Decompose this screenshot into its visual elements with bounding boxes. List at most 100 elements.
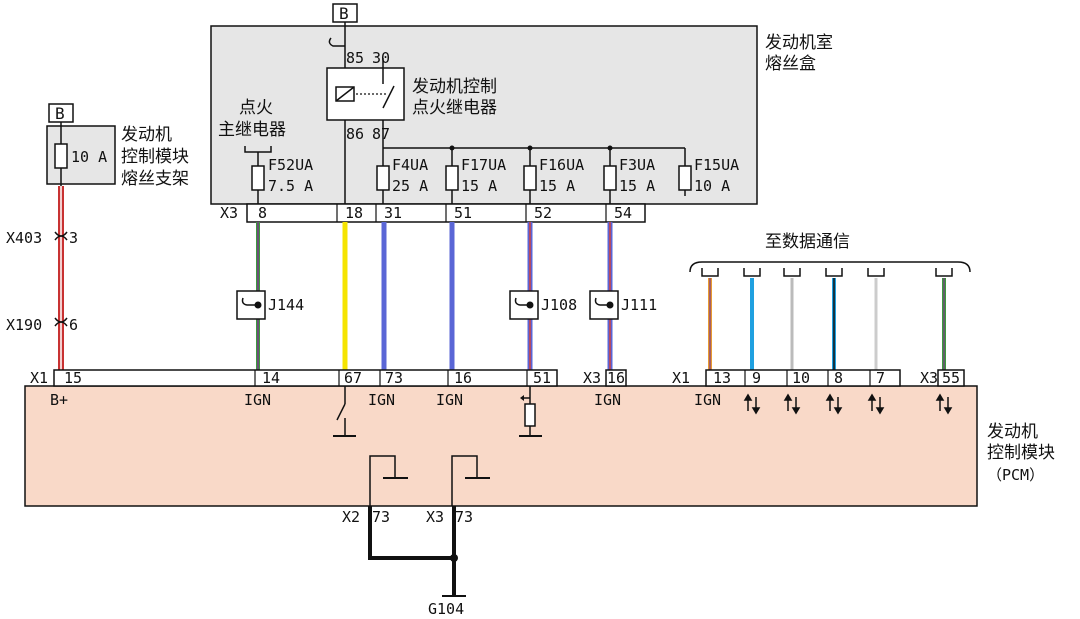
- pcm-label-bplus: B+: [50, 391, 68, 409]
- svg-text:X190: X190: [6, 316, 42, 334]
- pcm-connector-row-right: X1 13 9 10 8 7: [672, 369, 901, 387]
- svg-text:15 A: 15 A: [461, 177, 497, 195]
- svg-text:25 A: 25 A: [392, 177, 428, 195]
- svg-text:X3: X3: [583, 369, 601, 387]
- svg-text:3: 3: [69, 229, 78, 247]
- svg-text:16: 16: [454, 369, 472, 387]
- ground-splice: [450, 554, 458, 562]
- svg-text:X403: X403: [6, 229, 42, 247]
- svg-text:51: 51: [533, 369, 551, 387]
- svg-text:55: 55: [942, 369, 960, 387]
- ground-wires: [368, 506, 456, 596]
- svg-text:15 A: 15 A: [619, 177, 655, 195]
- svg-text:X3: X3: [920, 369, 938, 387]
- ground-pin-x2-73: 73: [372, 508, 390, 526]
- left-connector-label: B: [55, 104, 65, 123]
- svg-text:F16UA: F16UA: [539, 156, 584, 174]
- left-box-label-2: 控制模块: [121, 147, 189, 167]
- svg-text:13: 13: [713, 369, 731, 387]
- fuse-box-x3-connector: X3 8 18 31 51 52 54: [220, 203, 646, 223]
- relay-switch: [382, 85, 395, 109]
- svg-text:16: 16: [607, 369, 625, 387]
- splice-j111: J111: [589, 290, 657, 320]
- fuse-box-label-1: 发动机室: [765, 33, 833, 53]
- svg-text:F4UA: F4UA: [392, 156, 428, 174]
- ground-g104-label: G104: [428, 600, 464, 618]
- svg-text:F3UA: F3UA: [619, 156, 655, 174]
- svg-text:F52UA: F52UA: [268, 156, 313, 174]
- svg-text:X3: X3: [220, 204, 238, 222]
- pcm-connector-x3-55: X3 55: [920, 369, 965, 387]
- fuse-f52ua: F52UA 7.5 A: [251, 156, 313, 195]
- left-box-label-3: 熔丝支架: [121, 169, 189, 189]
- relay-label-1: 发动机控制: [412, 77, 497, 97]
- svg-text:6: 6: [69, 316, 78, 334]
- relay-supply-hook: [328, 37, 345, 47]
- pcm-label-3: （PCM）: [987, 466, 1044, 484]
- left-box-label-1: 发动机: [121, 125, 172, 145]
- engine-fuse-box: [210, 25, 758, 205]
- svg-text:8: 8: [834, 369, 843, 387]
- data-comm-bracket: [689, 261, 971, 273]
- svg-text:10 A: 10 A: [694, 177, 730, 195]
- relay-pin-85: 85: [346, 49, 364, 67]
- svg-text:54: 54: [614, 204, 632, 222]
- svg-text:X1: X1: [30, 369, 48, 387]
- pcm-label-ign-16: IGN: [436, 391, 463, 409]
- svg-text:51: 51: [454, 204, 472, 222]
- svg-text:73: 73: [385, 369, 403, 387]
- svg-text:10: 10: [792, 369, 810, 387]
- svg-text:J111: J111: [621, 296, 657, 314]
- ground-pin-x2-label: X2: [342, 508, 360, 526]
- main-relay-label-1: 点火: [239, 98, 273, 118]
- pcm-label-ign-14: IGN: [244, 391, 271, 409]
- svg-text:18: 18: [345, 204, 363, 222]
- pcm-label-2: 控制模块: [987, 443, 1055, 463]
- top-connector-label: B: [339, 4, 349, 23]
- relay-pin-86: 86: [346, 125, 364, 143]
- svg-text:F17UA: F17UA: [461, 156, 506, 174]
- svg-text:7.5 A: 7.5 A: [268, 177, 313, 195]
- svg-text:F15UA: F15UA: [694, 156, 739, 174]
- data-comm-label: 至数据通信: [765, 232, 850, 252]
- pcm-connector-row-left: X1 15 14 67 73 16 51: [30, 369, 558, 387]
- fuse-f15ua: F15UA 10 A: [678, 156, 739, 195]
- main-relay-label-2: 主继电器: [218, 120, 286, 140]
- fuse-box-label-2: 熔丝盒: [765, 54, 816, 74]
- splice-j144: J144: [236, 290, 304, 320]
- svg-text:X1: X1: [672, 369, 690, 387]
- fuse-f16ua: F16UA 15 A: [523, 156, 584, 195]
- pcm-label-ign-73: IGN: [368, 391, 395, 409]
- svg-text:52: 52: [534, 204, 552, 222]
- b-plus-wire: [58, 186, 64, 370]
- svg-text:31: 31: [384, 204, 402, 222]
- bidirectional-arrow-icons: [743, 393, 953, 415]
- svg-text:15: 15: [64, 369, 82, 387]
- relay-pin-30: 30: [372, 49, 390, 67]
- pcm-label-ign-x3-16: IGN: [594, 391, 621, 409]
- connector-x190: X190 6: [6, 316, 78, 334]
- svg-text:J108: J108: [541, 296, 577, 314]
- relay-pin-87: 87: [372, 125, 390, 143]
- fuse-f17ua: F17UA 15 A: [445, 156, 506, 195]
- svg-text:67: 67: [344, 369, 362, 387]
- svg-text:8: 8: [258, 204, 267, 222]
- left-fuse: [54, 143, 68, 169]
- svg-text:15 A: 15 A: [539, 177, 575, 195]
- ground-pin-x3-73: 73: [455, 508, 473, 526]
- pcm-module: [24, 385, 978, 507]
- pcm-switch-67: [333, 386, 356, 437]
- pcm-internal-grounds: [369, 455, 490, 506]
- pcm-input-51: [519, 386, 542, 437]
- pcm-label-ign-13: IGN: [694, 391, 721, 409]
- connector-x403: X403 3: [6, 229, 78, 247]
- left-fuse-value: 10 A: [71, 148, 107, 166]
- ground-pin-x3-label: X3: [426, 508, 444, 526]
- svg-text:7: 7: [876, 369, 885, 387]
- splice-j108: J108: [509, 290, 577, 320]
- pcm-label-1: 发动机: [987, 422, 1038, 442]
- fuse-f3ua: F3UA 15 A: [603, 156, 655, 195]
- relay-label-2: 点火继电器: [412, 98, 497, 118]
- svg-text:9: 9: [752, 369, 761, 387]
